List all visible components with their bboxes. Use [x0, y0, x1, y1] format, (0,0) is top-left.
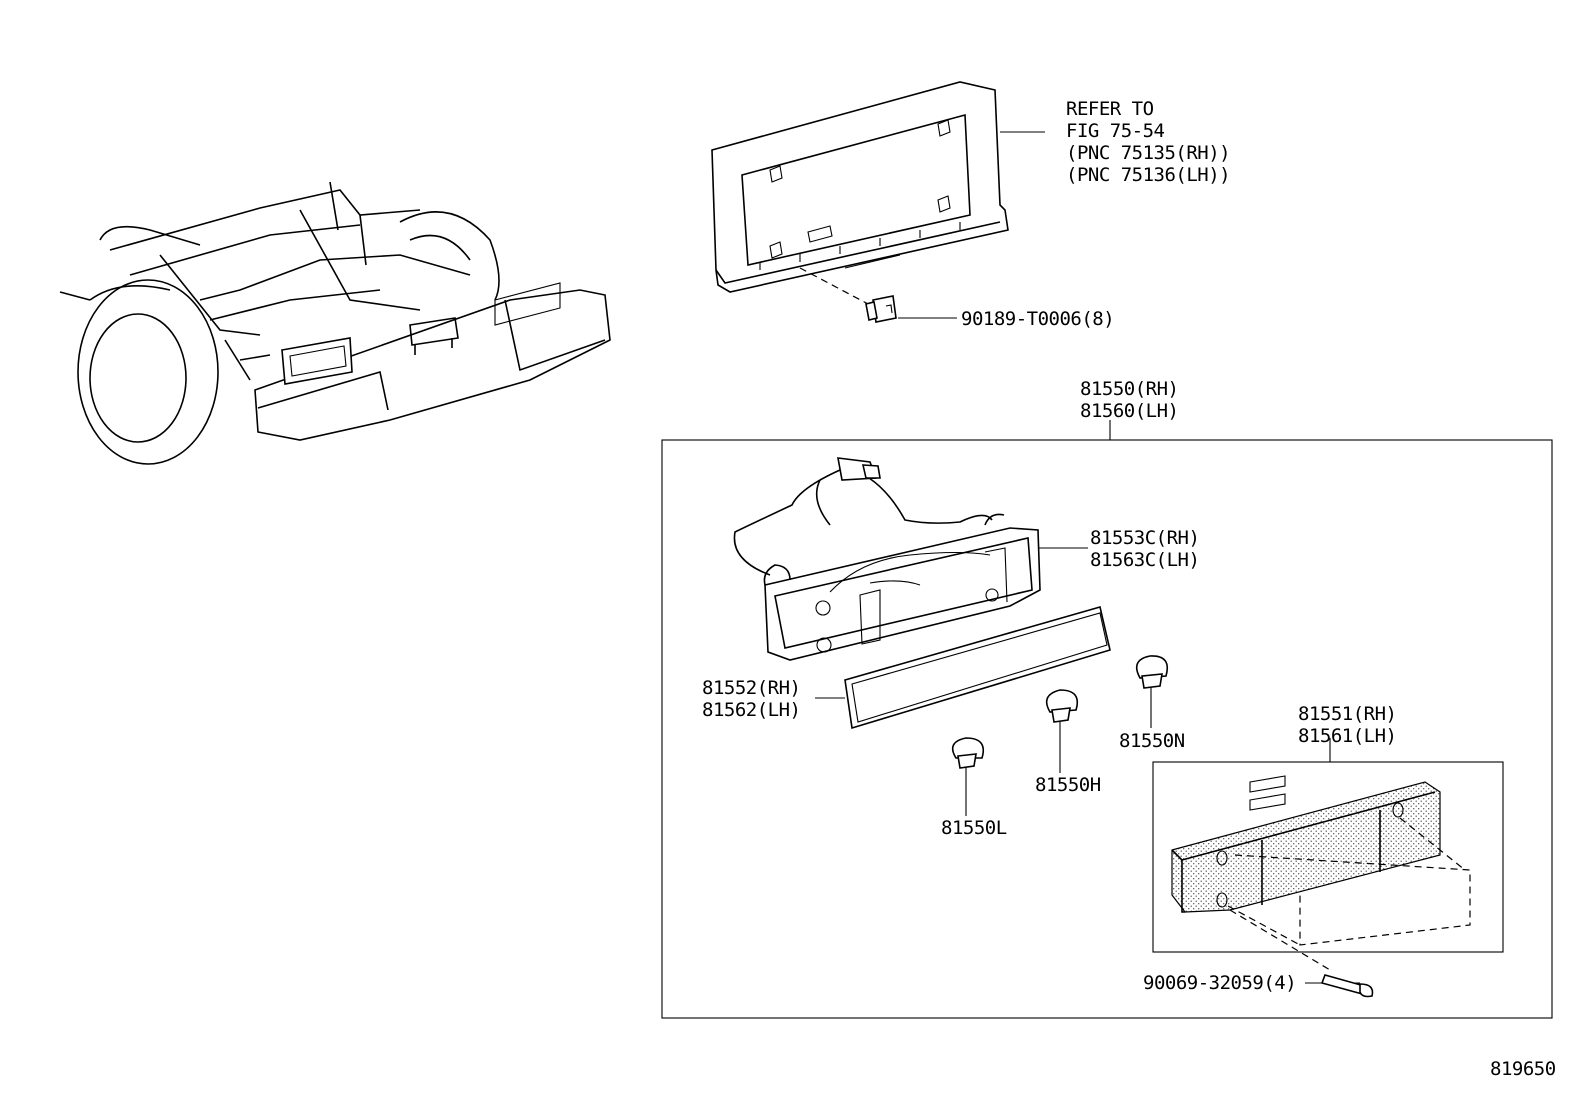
lamp-housing [733, 457, 1041, 661]
license-plate-bracket [711, 81, 1009, 293]
part-label-housing-rh[interactable]: 81553C(RH) [1090, 527, 1200, 549]
mounting-screw [1229, 909, 1374, 998]
part-label-lens-rh[interactable]: 81551(RH) [1298, 703, 1397, 725]
bulb-81550H [1045, 689, 1079, 723]
part-label-housing-lh[interactable]: 81563C(LH) [1090, 549, 1200, 571]
lamp-lens [1171, 775, 1471, 946]
part-label-bulb-l[interactable]: 81550L [941, 817, 1007, 839]
refer-note-line2: FIG 75-54 [1066, 120, 1165, 142]
lamp-assembly-box [661, 439, 1553, 1019]
part-label-assembly-rh[interactable]: 81550(RH) [1080, 378, 1179, 400]
diagram-code: 819650 [1490, 1058, 1556, 1080]
vehicle-rear-view [59, 181, 611, 465]
part-label-clip[interactable]: 90189-T0006(8) [961, 308, 1115, 330]
part-label-screw[interactable]: 90069-32059(4) [1143, 972, 1297, 994]
part-label-gasket-rh[interactable]: 81552(RH) [702, 677, 801, 699]
part-label-lens-lh[interactable]: 81561(LH) [1298, 725, 1397, 747]
part-label-bulb-h[interactable]: 81550H [1035, 774, 1101, 796]
part-label-bulb-n[interactable]: 81550N [1119, 730, 1185, 752]
bracket-clip [799, 267, 897, 323]
lens-subassembly-box [1152, 761, 1504, 953]
bulb-81550N [1135, 655, 1169, 689]
part-label-assembly-lh[interactable]: 81560(LH) [1080, 400, 1179, 422]
bulb-81550L [951, 737, 985, 769]
lamp-gasket [844, 605, 1111, 730]
refer-note-line4: (PNC 75136(LH)) [1066, 164, 1231, 186]
refer-note-line1: REFER TO [1066, 98, 1154, 120]
part-label-gasket-lh[interactable]: 81562(LH) [702, 699, 801, 721]
refer-note-line3: (PNC 75135(RH)) [1066, 142, 1231, 164]
